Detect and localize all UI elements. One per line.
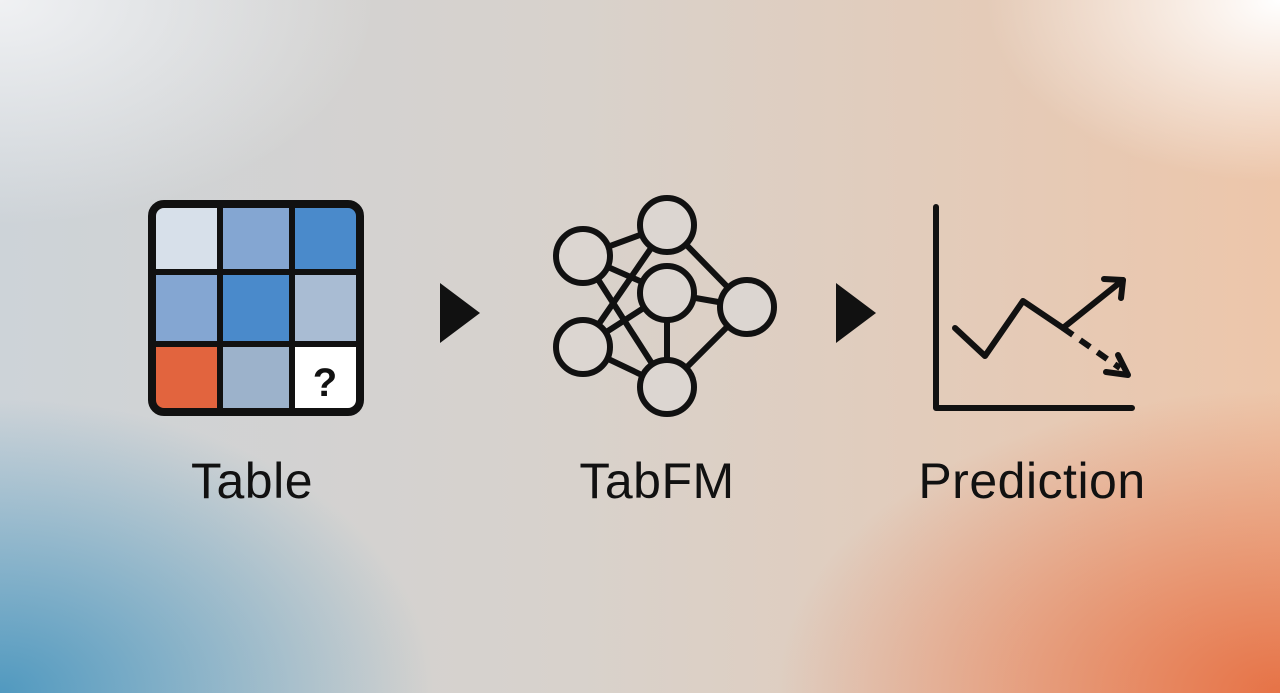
network-node [553, 226, 613, 286]
step-label-table: Table [190, 453, 314, 509]
neural-network-icon [553, 195, 777, 417]
network-node [553, 317, 613, 377]
network-node [637, 357, 697, 417]
table-cell-unknown [292, 344, 358, 410]
table-cell [292, 272, 358, 344]
table-cell [154, 344, 220, 410]
play-arrow-icon [440, 283, 480, 343]
play-arrow-icon [836, 283, 876, 343]
forecast-line-dashed [1061, 325, 1122, 371]
network-node [637, 263, 697, 323]
trend-line [952, 277, 1126, 359]
arrow-head-up [1101, 276, 1126, 301]
line-chart-prediction-icon [933, 204, 1135, 411]
network-node [717, 277, 777, 337]
table-cell [220, 344, 292, 410]
step-label-prediction: Prediction [918, 453, 1146, 509]
arrow-head-down [1103, 352, 1131, 378]
table-cell [154, 272, 220, 344]
step-label-tabfm: TabFM [579, 453, 735, 509]
unknown-value-mark: ? [313, 361, 337, 405]
chart-axes [933, 204, 1135, 411]
table-grid-icon: ? [148, 200, 364, 416]
table-cell [220, 206, 292, 272]
table-cell [220, 272, 292, 344]
network-node [637, 195, 697, 255]
table-cell [292, 206, 358, 272]
table-cell [154, 206, 220, 272]
